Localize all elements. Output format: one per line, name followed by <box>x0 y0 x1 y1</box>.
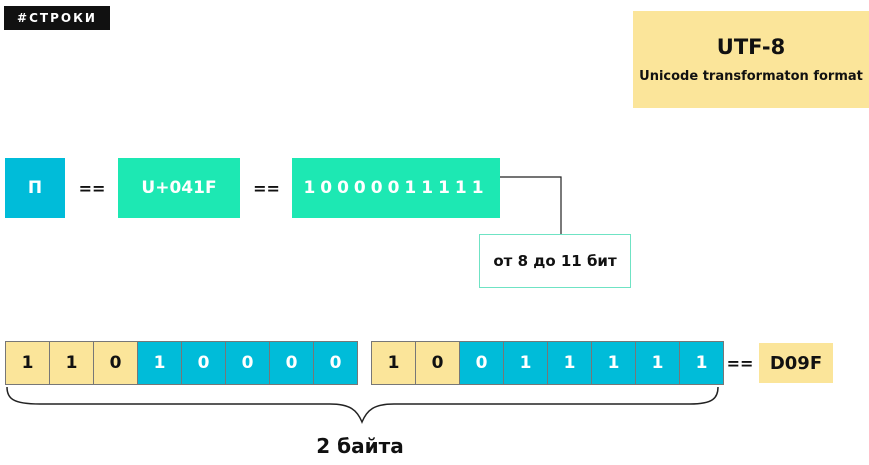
hex-value-box: D09F <box>759 343 833 383</box>
character-box: П <box>5 158 65 218</box>
bit-range-note: от 8 до 11 бит <box>479 234 631 288</box>
utf8-subtitle: Unicode transformaton format <box>639 69 863 84</box>
binary-box: 10000011111 <box>292 158 500 218</box>
equals-sign-hex: == <box>726 353 754 373</box>
bit-cell: 1 <box>548 341 592 385</box>
bit-cell: 0 <box>226 341 270 385</box>
bit-cell: 0 <box>270 341 314 385</box>
bit-cell: 0 <box>460 341 504 385</box>
bit-cell: 0 <box>314 341 358 385</box>
bit-cell: 0 <box>416 341 460 385</box>
curly-brace <box>6 386 719 424</box>
bit-cell: 1 <box>504 341 548 385</box>
bit-cell: 1 <box>6 341 50 385</box>
equals-sign-2: == <box>253 178 280 198</box>
codepoint-box: U+041F <box>118 158 240 218</box>
utf8-title-card: UTF-8 Unicode transformaton format <box>633 11 869 108</box>
bit-cell: 1 <box>138 341 182 385</box>
bit-cell: 1 <box>680 341 724 385</box>
utf8-title: UTF-8 <box>716 35 786 59</box>
bit-cell: 0 <box>94 341 138 385</box>
byte-2: 1 0 0 1 1 1 1 1 <box>371 341 724 385</box>
bit-cell: 1 <box>50 341 94 385</box>
bit-cell: 0 <box>182 341 226 385</box>
bit-cell: 1 <box>636 341 680 385</box>
byte-1: 1 1 0 1 0 0 0 0 <box>5 341 358 385</box>
byte-count-label: 2 байта <box>316 434 404 458</box>
hashtag-label: #СТРОКИ <box>4 6 110 30</box>
bit-cell: 1 <box>372 341 416 385</box>
bit-cell: 1 <box>592 341 636 385</box>
equals-sign-1: == <box>78 178 106 198</box>
